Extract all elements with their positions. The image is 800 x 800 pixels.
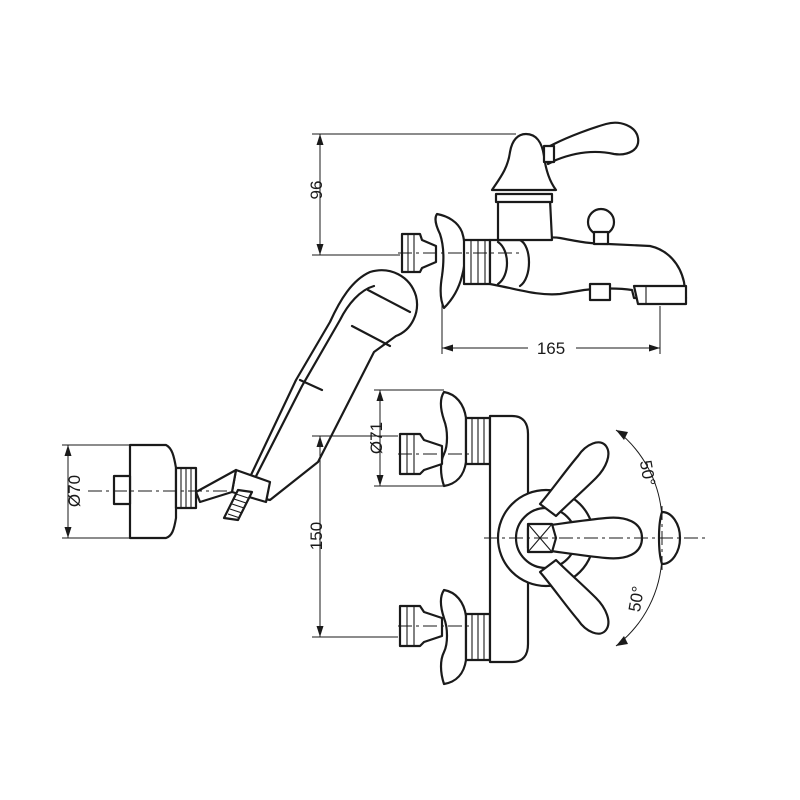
side-cartridge-body bbox=[496, 198, 554, 242]
dimension-d70: Ø70 bbox=[62, 444, 134, 539]
shower-holder-arm bbox=[194, 468, 238, 504]
shower-hose bbox=[222, 488, 254, 522]
holder-pin bbox=[112, 474, 132, 506]
side-lever-handle bbox=[544, 121, 640, 166]
dimension-150-label: 150 bbox=[307, 522, 326, 550]
dimension-d71-label: Ø71 bbox=[367, 422, 386, 454]
side-cartridge-collar bbox=[494, 192, 554, 204]
dimension-96: 96 bbox=[307, 133, 516, 256]
dimension-150: 150 bbox=[307, 435, 398, 638]
side-aerator bbox=[632, 284, 688, 306]
mixer-side-view bbox=[400, 121, 688, 310]
hand-shower bbox=[194, 269, 419, 522]
mixer-front-view bbox=[398, 390, 706, 686]
upper-rotated-lever bbox=[538, 441, 610, 518]
side-body-nut bbox=[462, 238, 492, 286]
upper-wall-flange bbox=[439, 390, 468, 488]
dimension-d70-label: Ø70 bbox=[65, 475, 84, 507]
dimension-165-label: 165 bbox=[537, 339, 565, 358]
hand-shower-body bbox=[240, 269, 419, 502]
side-shower-outlet bbox=[588, 282, 612, 302]
shower-wall-holder bbox=[88, 443, 230, 540]
dimension-d71: Ø71 bbox=[367, 389, 444, 487]
angle-upper-label: 50° bbox=[636, 459, 659, 488]
dimension-165: 165 bbox=[441, 300, 661, 358]
angle-lower-label: 50° bbox=[625, 585, 648, 614]
side-wall-flange bbox=[434, 212, 467, 310]
dimension-96-label: 96 bbox=[307, 181, 326, 200]
lower-rotated-lever bbox=[538, 558, 610, 635]
side-mixer-body bbox=[488, 236, 688, 300]
holder-escutcheon bbox=[128, 443, 178, 540]
lower-wall-flange bbox=[439, 588, 468, 686]
side-handle-bell bbox=[490, 132, 558, 192]
angle-dimensions: 50° 50° bbox=[615, 429, 663, 647]
